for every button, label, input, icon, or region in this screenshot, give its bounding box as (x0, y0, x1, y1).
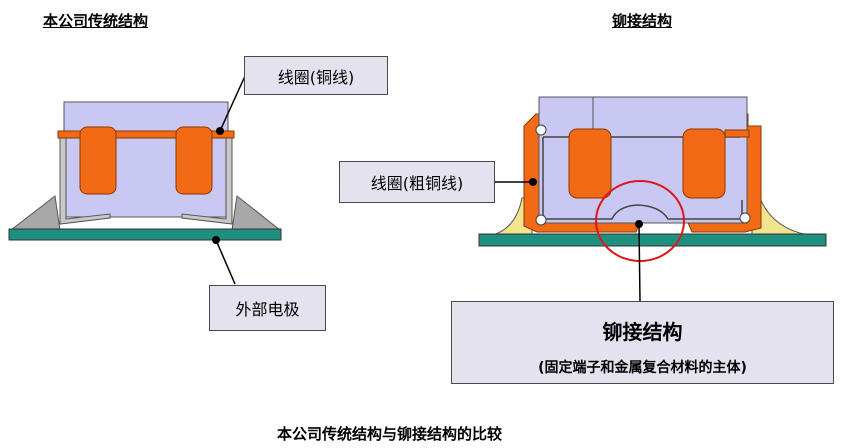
rivet-box-subtitle: (固定端子和金属复合材料的主体) (538, 360, 747, 376)
electrode-label: 外部电极 (209, 285, 326, 331)
right-base-plate (478, 233, 827, 247)
left-coil-winding-a (79, 126, 117, 195)
rivet-structure-box: 铆接结构 (固定端子和金属复合材料的主体) (451, 301, 834, 384)
conventional-structure (8, 75, 282, 285)
right-support-wedge (231, 195, 282, 231)
rivet-hole-bottom-left (535, 214, 547, 226)
figure-caption: 本公司传统结构与铆接结构的比较 (277, 425, 503, 443)
left-coil-leader (219, 75, 246, 132)
left-diagram-title: 本公司传统结构 (43, 12, 149, 30)
rivet-hole-top-left (535, 124, 547, 136)
rivet-box-title: 铆接结构 (602, 320, 683, 344)
rivet-hole-bottom-right (739, 212, 751, 224)
left-base-plate (8, 228, 282, 241)
riveted-structure (478, 96, 827, 302)
left-coil-winding-b (175, 126, 213, 195)
right-coil-winding-a (568, 128, 612, 199)
right-coil-label: 线圈(粗铜线) (339, 161, 495, 203)
right-diagram-title: 铆接结构 (612, 12, 673, 30)
left-wire-strip (57, 130, 235, 139)
right-coil-winding-b (682, 128, 726, 199)
left-coil-label: 线圈(铜线) (244, 56, 388, 95)
rivet-box-leader (638, 223, 641, 302)
right-wire-strip (724, 129, 750, 138)
electrode-leader (215, 239, 236, 285)
left-support-wedge (9, 195, 61, 231)
